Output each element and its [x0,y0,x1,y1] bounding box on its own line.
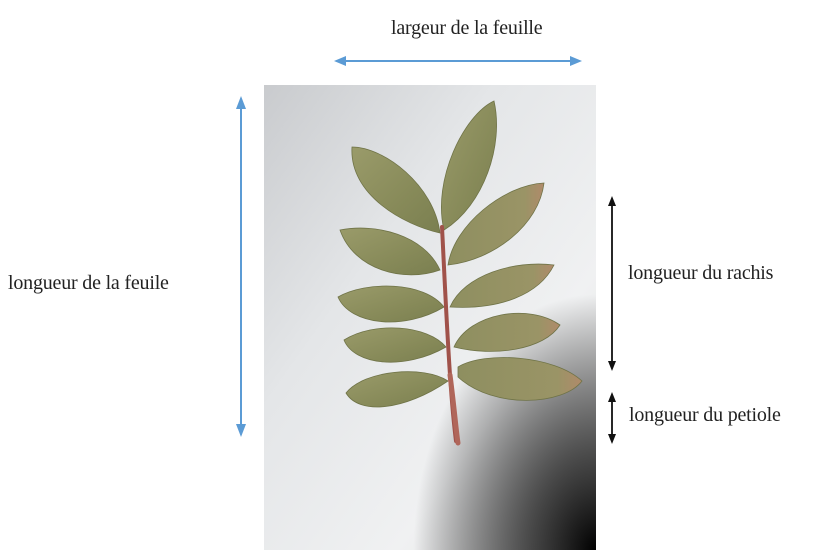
leaf-width-label: largeur de la feuille [391,18,542,38]
leaf-photo-svg [264,85,596,550]
petiole-arrow [608,392,616,444]
length-arrow [236,96,246,437]
petiole-length-label: longueur du petiole [629,405,781,425]
leaf-length-label: longueur de la feuile [8,273,169,293]
leaf-photo [264,85,596,550]
rachis-length-label: longueur du rachis [628,263,773,283]
width-arrow [334,56,582,66]
rachis-arrow [608,196,616,371]
